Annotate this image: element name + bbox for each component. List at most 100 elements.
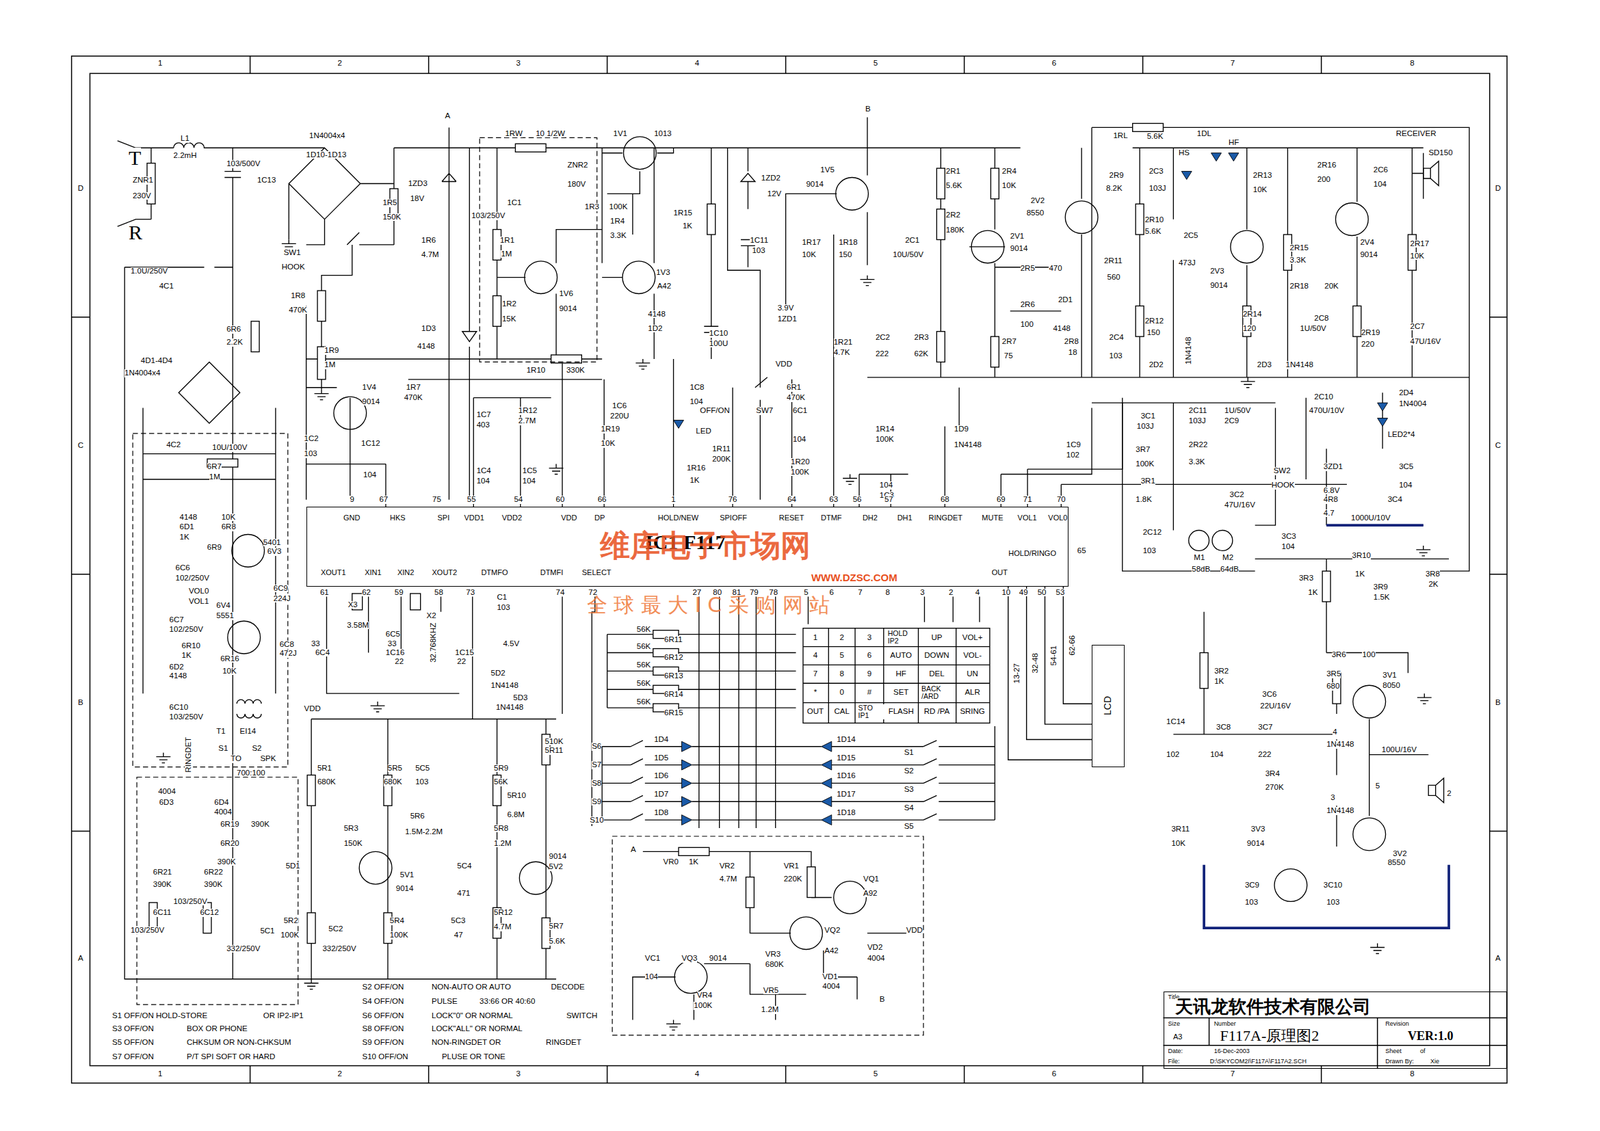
part-label: 103 [496,604,510,613]
part-label: 220K [783,875,803,884]
part-label: 103/500V [226,160,260,169]
part-label: VDD [906,926,923,936]
box-text: DP [594,514,605,522]
part-label: 1R9 [324,346,339,356]
part-label: 6R7 [207,463,222,472]
part-label: 58dB [1191,565,1211,574]
resistor-symbol [1283,234,1292,271]
part-label: R [128,222,143,243]
part-label: 33 [387,640,397,649]
part-label: A92 [863,889,877,899]
part-label: 1N4148 [495,703,524,713]
part-label: 3R5 [1326,670,1341,679]
part-label: 2D3 [1257,361,1272,370]
part-label: 64dB [1220,565,1239,574]
part-label: 2R15 [1290,244,1310,253]
wire [1173,612,1429,847]
part-label: 1N4004 [1398,400,1427,409]
part-label: 2V3 [1210,267,1224,276]
part-label: S2 [251,744,262,754]
frame [71,56,1507,1084]
part-label: 1ZD3 [408,179,428,189]
part-label: 3C1 [1141,412,1156,421]
box-text: XOUT1 [320,569,347,577]
part-label: 1K [682,222,693,231]
wire [785,117,868,307]
dashed-region [479,137,598,362]
part-label: 6.8M [506,811,525,820]
part-label: 2V4 [1359,238,1374,247]
wire [311,718,557,979]
resistor-symbol [317,290,326,322]
part-label: 5551 [216,612,234,621]
part-label: 1D17 [836,790,856,799]
part-label: 59 [394,588,404,598]
part-label: 8 [839,670,844,679]
part-label: 1K [1307,588,1318,598]
ground-symbol [859,275,875,286]
part-label: 73 [465,588,475,598]
part-label: 1R4 [610,217,625,226]
keypad-grid [803,628,990,724]
part-label: 71 [1023,495,1033,505]
part-label: 103 [415,778,429,787]
part-label: 7 [813,670,818,679]
part-label: 2R22 [1188,441,1209,450]
part-label: 5R1 [317,764,332,773]
part-label: 66 [597,495,607,505]
wire [441,127,457,500]
resistor-symbol [251,321,260,353]
part-label: DEL [928,670,944,679]
wire [321,244,353,390]
part-label: 9014 [1359,251,1378,260]
part-label: 47U/16V [1410,337,1442,347]
part-label: 1.5M-2.2M [404,828,443,837]
part-label: 5 [873,59,878,68]
part-label: 6C11 [153,909,172,918]
resistor-symbol [1199,653,1209,689]
part-label: 390K [153,881,172,890]
transistor-symbol [1428,778,1444,804]
wire [117,147,152,227]
part-label: 1R7 [406,383,421,392]
box-text: A3 [1173,1033,1183,1042]
part-label: S3 OFF/ON [112,1025,154,1034]
part-label: 1R19 [601,425,621,434]
bus-label: 62-66 [1068,635,1077,656]
part-label: 2R7 [1002,337,1017,347]
part-label: 1R3 [584,203,600,212]
part-label: 560 [1107,273,1121,282]
part-label: 2R5 [1020,264,1035,273]
part-label: 3R6 [1331,651,1347,660]
part-label: 2D1 [1058,296,1073,305]
frame [89,73,1490,1066]
wire [1411,153,1423,200]
part-label: C [77,441,84,451]
transistor-symbol [835,177,869,211]
part-label: 1K [689,476,700,485]
wire [867,376,1470,378]
ground-symbol [155,753,171,764]
transistor-symbol [1065,201,1098,234]
resistor-symbol [307,775,316,806]
part-label: 103 [751,246,765,256]
part-label: 1C14 [1166,718,1186,727]
part-label: 10K [601,439,615,449]
part-label: LED [695,427,711,436]
part-label: HF [1228,138,1239,148]
part-label: 1R6 [421,236,436,245]
part-label: 6R14 [664,690,684,700]
wire [178,361,240,423]
part-label: C1 [496,593,507,602]
part-label: 10 1/2W [535,129,566,139]
part-label: 150 [838,251,852,260]
part-label: 4.7M [719,875,738,884]
part-label: 3C4 [1387,495,1403,505]
box-text: DH2 [862,514,878,522]
part-label: 4148 [417,342,436,351]
part-label: 3R8 [1425,570,1440,579]
part-label: 8 [885,588,890,598]
part-label: VR0 [663,858,679,867]
part-label: RECEIVER [1396,129,1437,139]
